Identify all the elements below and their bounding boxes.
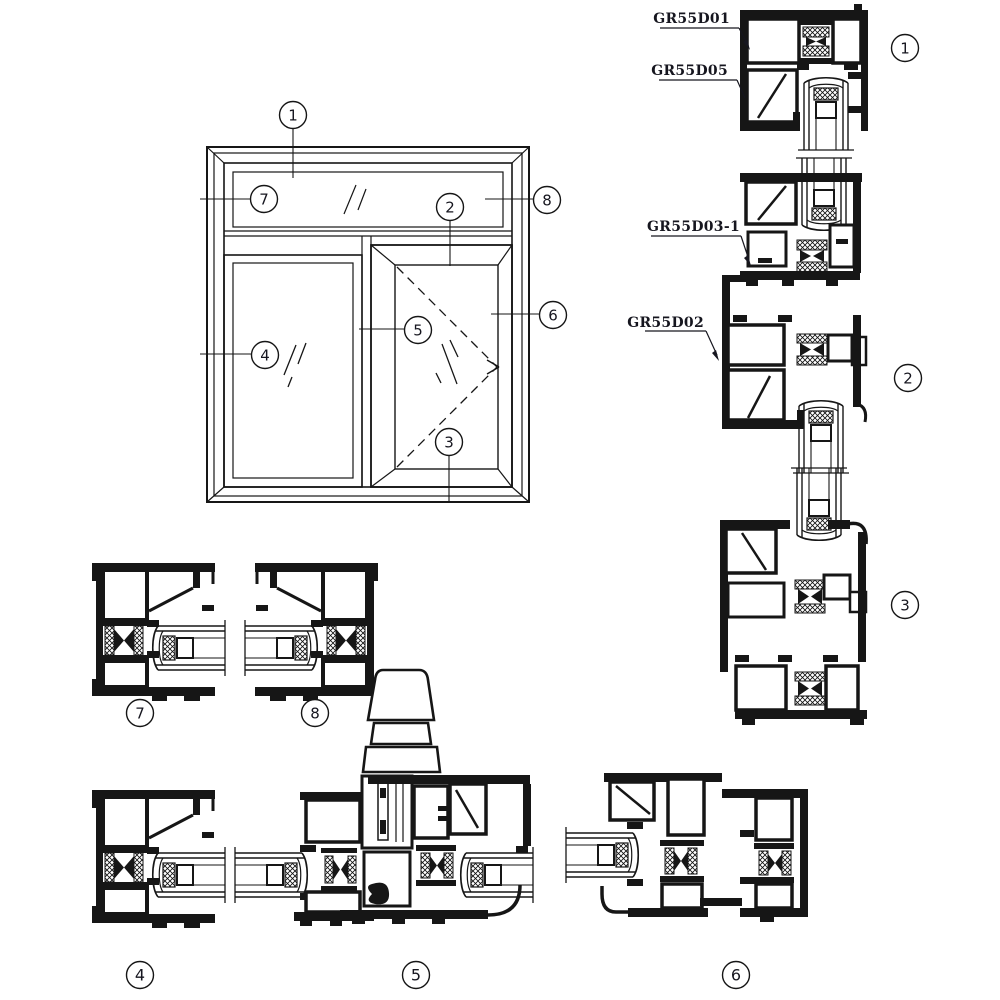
section-7-jamb-detail: 7 — [90, 561, 226, 728]
callout-6: 6 — [538, 300, 568, 330]
callout-5: 5 — [403, 315, 433, 345]
glazing-unit — [151, 846, 226, 904]
section-5-number: 5 — [411, 966, 421, 985]
section-marker-6: 6 — [721, 960, 751, 990]
section-6-sash-frame-detail: 6 — [565, 773, 808, 990]
section-marker-3: 3 — [890, 590, 920, 620]
section-5-mullion-detail: 5 — [234, 668, 534, 990]
part-number-gr55d02: GR55D02 — [627, 315, 704, 331]
section-3-sill-detail: 3 — [720, 467, 920, 725]
section-4-jamb-detail: 4 — [90, 788, 226, 990]
section-4-number: 4 — [135, 966, 145, 985]
callout-7-number: 7 — [259, 191, 269, 209]
callout-7: 7 — [249, 184, 279, 214]
callout-5-number: 5 — [413, 322, 423, 340]
leader-arrowhead — [743, 39, 750, 50]
glazing-unit-vertical — [790, 467, 848, 542]
gasket-blob — [368, 882, 390, 905]
callout-leaders — [200, 129, 539, 502]
glazing-unit — [244, 619, 319, 677]
section-marker-5: 5 — [401, 960, 431, 990]
section-7-number: 7 — [135, 705, 145, 723]
window-elevation — [200, 129, 539, 503]
opening-direction-line — [396, 266, 498, 368]
glazing-unit — [234, 846, 309, 904]
callout-8-number: 8 — [542, 192, 552, 210]
section-marker-1: 1 — [890, 33, 920, 63]
right-casement-sash — [370, 244, 513, 488]
part-number-gr55d01: GR55D01 — [653, 11, 730, 27]
section-3-number: 3 — [900, 597, 910, 615]
part-label-gr55d05: GR55D05 — [651, 63, 746, 99]
callout-1: 1 — [278, 100, 308, 130]
left-fixed-pane — [223, 254, 363, 488]
lock-mechanism — [360, 774, 414, 850]
section-6-number: 6 — [731, 966, 741, 985]
callout-1-number: 1 — [288, 107, 298, 125]
window-handle — [361, 668, 442, 774]
section-1-head-detail: GR55D01 GR55D05 1 — [651, 4, 920, 232]
callout-4: 4 — [250, 340, 280, 370]
elevation-callouts: 1 7 2 8 6 5 4 3 — [249, 100, 568, 457]
section-8-jamb-detail: 8 — [244, 561, 380, 728]
section-marker-8: 8 — [300, 698, 330, 728]
glazing-unit-vertical — [797, 76, 855, 151]
callout-4-number: 4 — [260, 347, 270, 365]
section-marker-2: 2 — [893, 363, 923, 393]
glazing-unit — [459, 846, 534, 904]
callout-3-number: 3 — [444, 434, 454, 452]
section-marker-4: 4 — [125, 960, 155, 990]
part-label-gr55d01: GR55D01 — [653, 11, 750, 50]
part-label-gr55d03-1: GR55D03-1 — [647, 219, 751, 266]
section-1-number: 1 — [900, 40, 910, 58]
callout-2-number: 2 — [445, 199, 455, 217]
part-number-gr55d05: GR55D05 — [651, 63, 728, 79]
part-number-gr55d03-1: GR55D03-1 — [647, 219, 740, 235]
callout-6-number: 6 — [548, 307, 558, 325]
callout-8: 8 — [532, 185, 562, 215]
section-marker-7: 7 — [125, 698, 155, 728]
glazing-unit — [565, 826, 640, 884]
section-2-number: 2 — [903, 370, 913, 388]
callout-3: 3 — [434, 427, 464, 457]
callout-2: 2 — [435, 192, 465, 222]
section-2-transom-detail: GR55D03-1 GR55D02 2 — [627, 173, 923, 474]
part-label-gr55d02: GR55D02 — [627, 315, 719, 361]
section-8-number: 8 — [310, 705, 320, 723]
glazing-unit — [151, 619, 226, 677]
